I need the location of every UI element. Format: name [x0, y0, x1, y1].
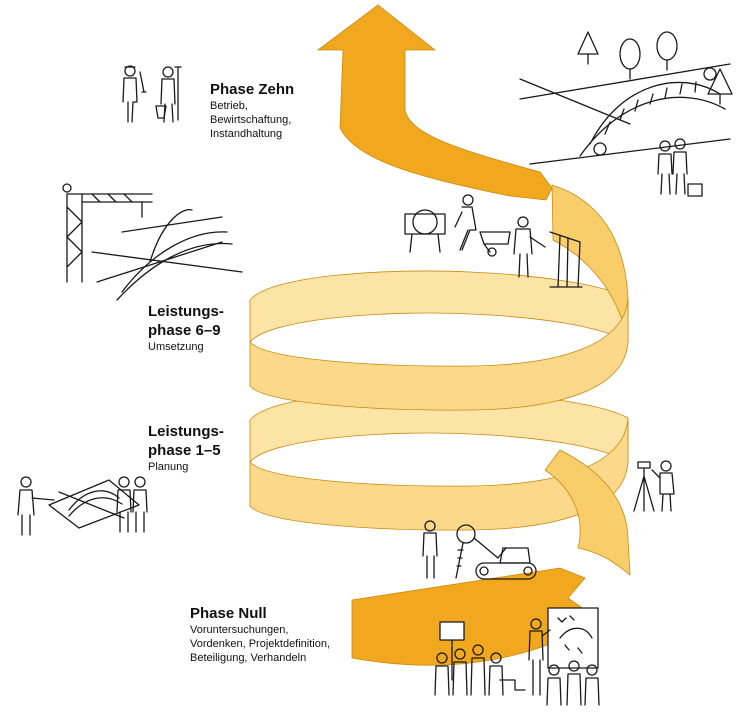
phase-null-line-3: Beteiligung, Verhandeln	[190, 652, 307, 664]
phase-zehn-line-2: Bewirtschaftung,	[210, 114, 292, 126]
crane-bridge-icon	[62, 183, 243, 301]
surveyor-icon	[633, 460, 675, 512]
ribbon-front-upper	[249, 297, 629, 411]
phase-1-5-title-1: Leistungs-	[148, 423, 224, 440]
planning-table-icon	[17, 476, 148, 536]
phase-1-5-title-2: phase 1–5	[148, 442, 221, 459]
audience-presentation-icon	[434, 607, 600, 706]
phase-zehn-title: Phase Zehn	[210, 81, 295, 98]
ribbon-front-lower	[249, 417, 629, 531]
construction-workers-icon	[404, 194, 583, 288]
phase-6-9-label: Leistungs- phase 6–9 Umsetzung	[148, 302, 224, 354]
phase-null-label: Phase Null Voruntersuchungen, Vordenken,…	[190, 604, 330, 665]
park-bridge-icon	[519, 31, 733, 197]
phase-1-5-subtitle: Planung	[148, 461, 189, 473]
phase-1-5-label: Leistungs- phase 1–5 Planung	[148, 422, 224, 474]
phase-zehn-line-3: Instandhaltung	[210, 128, 283, 140]
phase-zehn-label: Phase Zehn Betrieb, Bewirtschaftung, Ins…	[210, 80, 294, 141]
workers-tools-icon	[122, 65, 182, 123]
ribbon-back-upper	[249, 270, 629, 344]
ribbon-arrow-top	[316, 4, 553, 201]
phase-zehn-line-1: Betrieb,	[210, 100, 248, 112]
phase-null-title: Phase Null	[190, 605, 267, 622]
phase-null-line-2: Vordenken, Projektdefinition,	[190, 638, 331, 650]
phase-6-9-title-2: phase 6–9	[148, 322, 221, 339]
excavator-icon	[422, 520, 537, 580]
phase-6-9-title-1: Leistungs-	[148, 303, 224, 320]
phase-6-9-subtitle: Umsetzung	[148, 341, 204, 353]
phase-null-line-1: Voruntersuchungen,	[190, 624, 289, 636]
ribbon-right-lower	[544, 449, 631, 576]
